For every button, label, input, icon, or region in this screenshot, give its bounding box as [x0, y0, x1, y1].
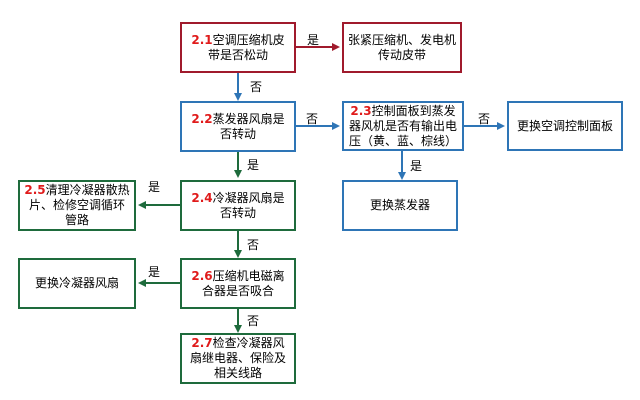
- node-2-1-number: 2.1: [191, 32, 213, 47]
- node-2-2-text: 蒸发器风扇是否转动: [212, 111, 285, 141]
- node-2-4-number: 2.4: [191, 190, 213, 205]
- node-replace-panel-text: 更换空调控制面板: [516, 118, 613, 133]
- label-no-26: 否: [247, 314, 260, 328]
- node-2-2: 2.2蒸发器风扇是否转动: [180, 101, 296, 152]
- label-yes-22: 是: [247, 158, 260, 172]
- node-2-1: 2.1空调压缩机皮带是否松动: [180, 22, 296, 73]
- node-replace-evaporator: 更换蒸发器: [342, 180, 458, 231]
- node-2-5-number: 2.5: [24, 183, 46, 197]
- label-yes-21: 是: [307, 33, 320, 47]
- node-2-1-text: 空调压缩机皮带是否松动: [207, 32, 285, 62]
- node-2-5-text: 清理冷凝器散热片、检修空调循环管路: [28, 183, 130, 227]
- node-replace-panel: 更换空调控制面板: [507, 101, 623, 151]
- node-replace-evaporator-text: 更换蒸发器: [369, 198, 430, 212]
- node-tension-belt: 张紧压缩机、发电机传动皮带: [342, 22, 462, 73]
- node-replace-condenser-fan-text: 更换冷凝器风扇: [34, 276, 119, 290]
- node-2-5: 2.5清理冷凝器散热片、检修空调循环管路: [18, 180, 136, 231]
- node-2-4-text: 冷凝器风扇是否转动: [212, 190, 285, 220]
- node-2-6-text: 压缩机电磁离合器是否吸合: [201, 268, 285, 298]
- label-no-22: 否: [306, 112, 319, 126]
- label-no-21: 否: [250, 80, 263, 94]
- node-2-6-number: 2.6: [191, 268, 213, 283]
- node-2-3-text: 控制面板到蒸发器风机是否有输出电压（黄、蓝、棕线）: [348, 103, 457, 148]
- node-tension-belt-text: 张紧压缩机、发电机传动皮带: [348, 32, 457, 62]
- node-2-6: 2.6压缩机电磁离合器是否吸合: [180, 258, 296, 309]
- label-no-23: 否: [478, 112, 491, 126]
- node-2-2-number: 2.2: [191, 111, 213, 126]
- node-2-7-text: 检查冷凝器风扇继电器、保险及相关线路: [189, 336, 286, 380]
- node-replace-condenser-fan: 更换冷凝器风扇: [18, 258, 136, 309]
- node-2-3-number: 2.3: [350, 103, 372, 118]
- label-yes-24: 是: [148, 180, 161, 194]
- node-2-4: 2.4冷凝器风扇是否转动: [180, 180, 296, 231]
- node-2-7-number: 2.7: [191, 336, 213, 350]
- label-yes-26: 是: [148, 265, 161, 279]
- node-2-7: 2.7检查冷凝器风扇继电器、保险及相关线路: [180, 333, 296, 384]
- label-no-24: 否: [247, 238, 260, 252]
- node-2-3: 2.3控制面板到蒸发器风机是否有输出电压（黄、蓝、棕线）: [342, 101, 464, 151]
- label-yes-23: 是: [410, 159, 423, 173]
